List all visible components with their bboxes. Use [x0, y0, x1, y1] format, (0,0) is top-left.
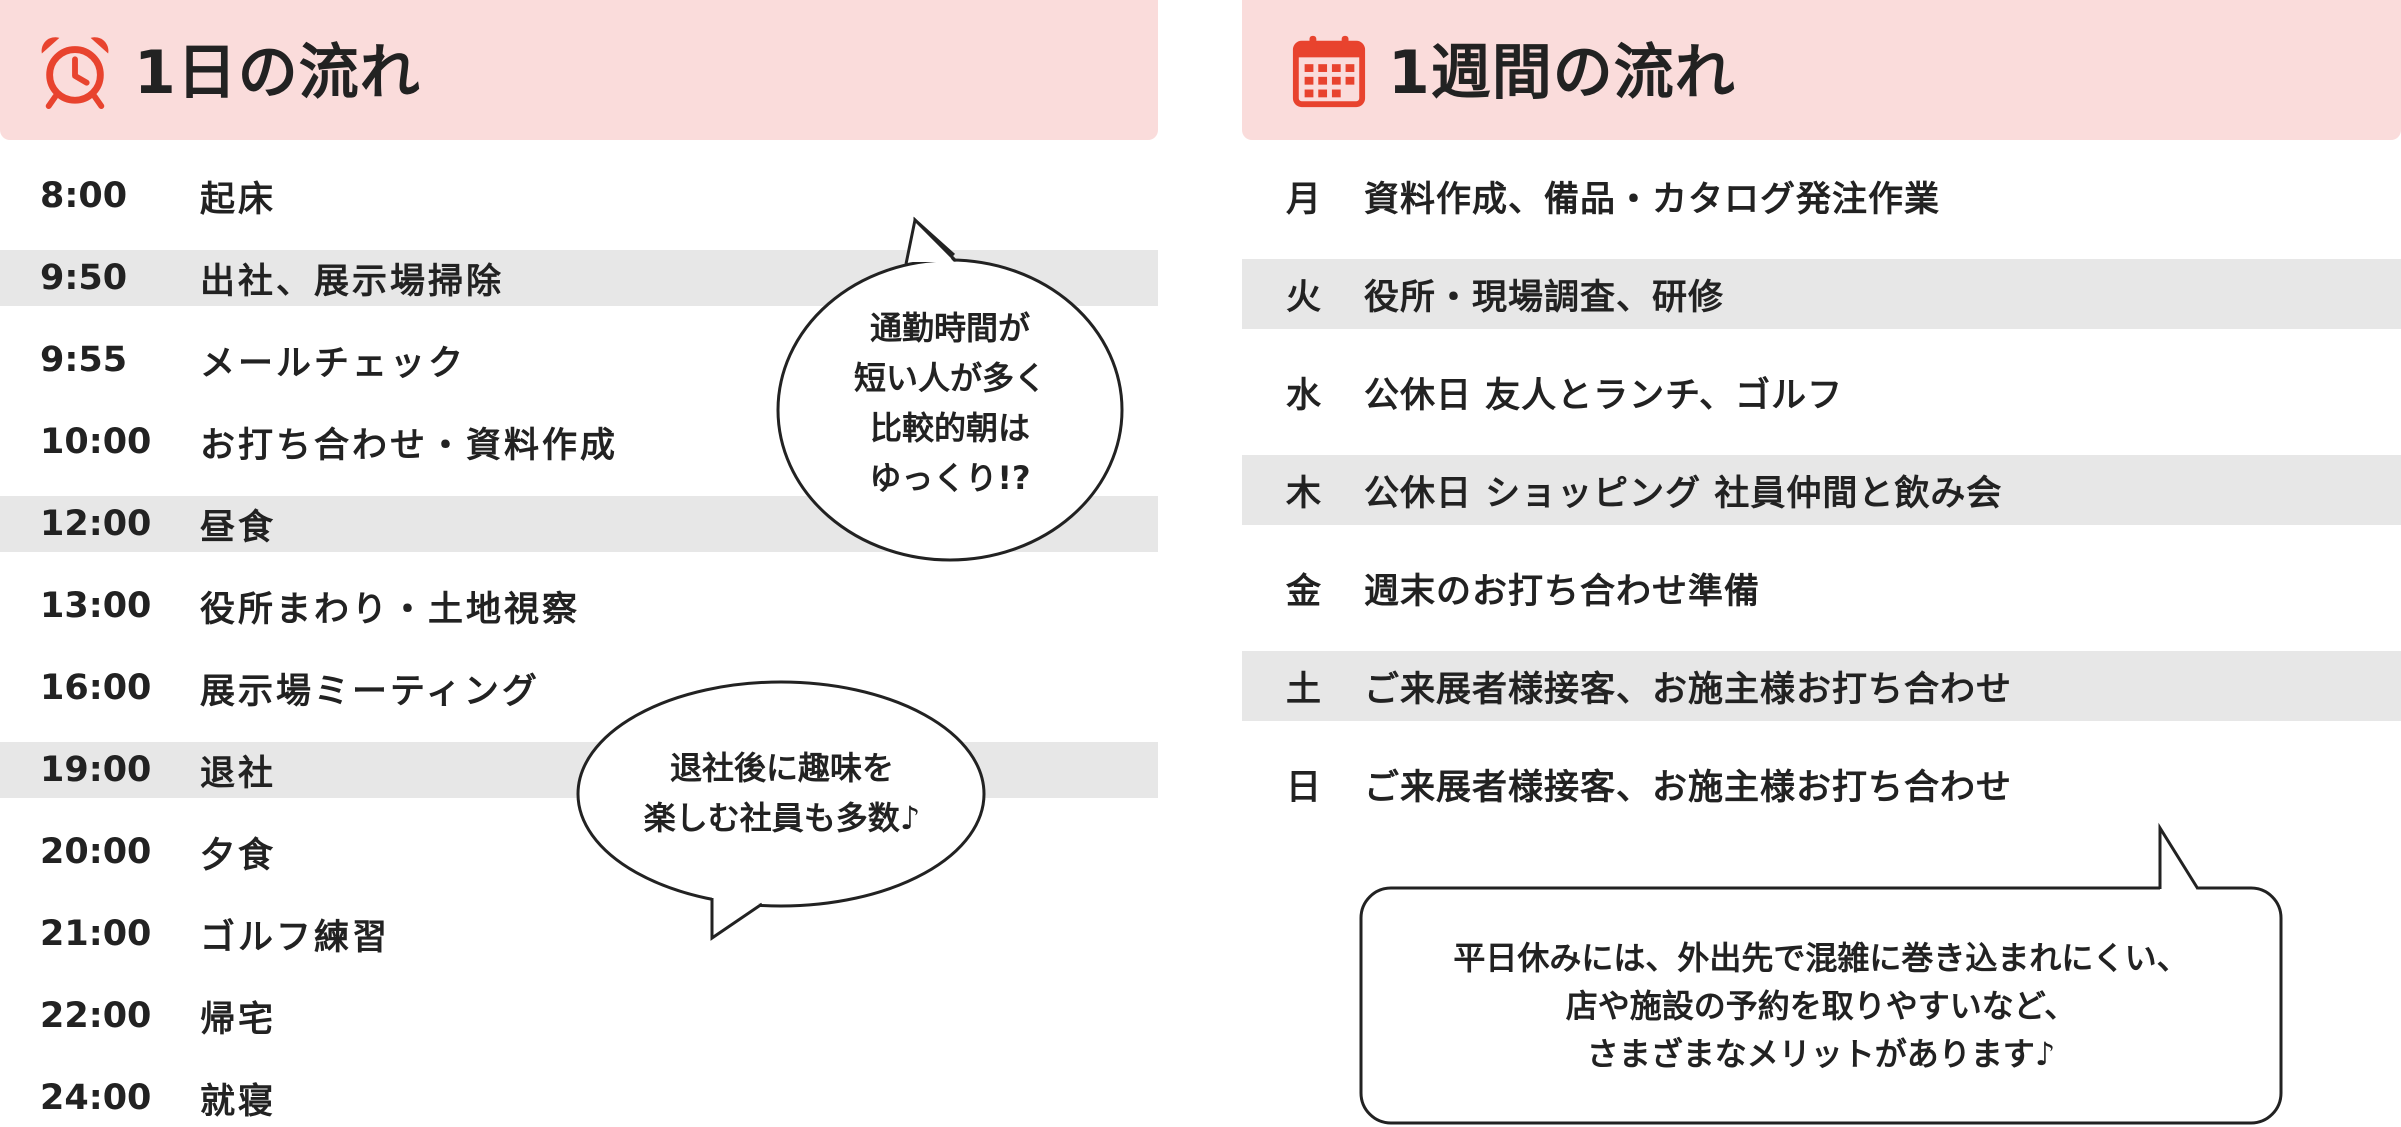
note-line: 平日休みには、外出先で混雑に巻き込まれにくい、	[1453, 939, 2189, 977]
weekly-schedule-row: 火 役所・現場調査、研修	[1242, 259, 2401, 329]
weekly-header: 1週間の流れ	[1242, 0, 2401, 140]
schedule-activity: 役所・現場調査、研修	[1364, 277, 1725, 318]
daily-schedule-row: 10:00 お打ち合わせ・資料作成	[0, 414, 1158, 470]
schedule-activity: 夕食	[200, 835, 277, 876]
daily-schedule-row: 22:00 帰宅	[0, 988, 1158, 1044]
schedule-time: 16:00	[40, 668, 152, 708]
schedule-time: 9:55	[40, 340, 128, 380]
bubble-commute-line: 通勤時間が	[869, 309, 1030, 347]
weekly-schedule-row: 土 ご来展者様接客、お施主様お打ち合わせ	[1242, 651, 2401, 721]
weekly-schedule-row: 日 ご来展者様接客、お施主様お打ち合わせ	[1242, 749, 2401, 819]
weekly-schedule-row: 月 資料作成、備品・カタログ発注作業	[1242, 161, 2401, 231]
schedule-day: 金	[1286, 571, 1322, 612]
weekly-schedule-panel: 1週間の流れ 月資料作成、備品・カタログ発注作業火役所・現場調査、研修水公休日 …	[1242, 0, 2401, 1127]
schedule-activity: 帰宅	[200, 999, 277, 1040]
schedule-time: 24:00	[40, 1078, 152, 1118]
schedule-day: 日	[1286, 767, 1322, 808]
bubble-commute-text: 通勤時間が 短い人が多く 比較的朝は ゆっくり!?	[770, 303, 1130, 503]
weekly-schedule-row: 水 公休日 友人とランチ、ゴルフ	[1242, 357, 2401, 427]
note-text: 平日休みには、外出先で混雑に巻き込まれにくい、 店や施設の予約を取りやすいなど、…	[1358, 934, 2284, 1078]
schedule-activity: 資料作成、備品・カタログ発注作業	[1364, 179, 1941, 220]
schedule-activity: 公休日 ショッピング 社員仲間と飲み会	[1364, 473, 2003, 514]
daily-schedule-row: 8:00 起床	[0, 168, 1158, 224]
schedule-activity: ご来展者様接客、お施主様お打ち合わせ	[1364, 767, 2013, 808]
schedule-day: 土	[1286, 669, 1322, 710]
note-bubble	[1359, 822, 2283, 1125]
daily-schedule-row: 21:00 ゴルフ練習	[0, 906, 1158, 962]
calendar-icon	[1292, 35, 1366, 108]
weekly-title: 1週間の流れ	[1388, 38, 1736, 108]
alarm-clock-icon	[41, 37, 109, 110]
speech-bubble-hobby	[576, 680, 986, 941]
schedule-time: 8:00	[40, 176, 128, 216]
schedule-activity: 就寝	[200, 1081, 277, 1122]
schedule-activity: メールチェック	[200, 343, 467, 384]
note-line: 店や施設の予約を取りやすいなど、	[1565, 987, 2077, 1025]
schedule-time: 22:00	[40, 996, 152, 1036]
schedule-activity: 役所まわり・土地視察	[200, 589, 581, 630]
weekly-schedule-row: 木 公休日 ショッピング 社員仲間と飲み会	[1242, 455, 2401, 525]
schedule-day: 水	[1286, 375, 1322, 416]
schedule-time: 21:00	[40, 914, 152, 954]
daily-schedule-row: 24:00 就寝	[0, 1070, 1158, 1126]
schedule-time: 12:00	[40, 504, 152, 544]
bubble-hobby-line: 楽しむ社員も多数♪	[643, 799, 921, 837]
daily-header: 1日の流れ	[0, 0, 1158, 140]
weekly-schedule-row: 金 週末のお打ち合わせ準備	[1242, 553, 2401, 623]
schedule-activity: ご来展者様接客、お施主様お打ち合わせ	[1364, 669, 2013, 710]
schedule-activity: 公休日 友人とランチ、ゴルフ	[1364, 375, 1844, 416]
bubble-commute-line: ゆっくり!?	[869, 459, 1031, 497]
bubble-commute-line: 短い人が多く	[853, 359, 1046, 397]
schedule-day: 月	[1286, 179, 1322, 220]
schedule-activity: 昼食	[200, 507, 277, 548]
daily-schedule-row: 9:55 メールチェック	[0, 332, 1158, 388]
schedule-day: 木	[1286, 473, 1322, 514]
bubble-hobby-line: 退社後に趣味を	[669, 749, 894, 787]
note-line: さまざまなメリットがあります♪	[1586, 1035, 2056, 1073]
bubble-hobby-text: 退社後に趣味を 楽しむ社員も多数♪	[572, 743, 992, 843]
schedule-activity: 起床	[200, 179, 277, 220]
schedule-activity: ゴルフ練習	[200, 917, 391, 958]
schedule-time: 9:50	[40, 258, 128, 298]
daily-title: 1日の流れ	[134, 38, 421, 108]
schedule-activity: 週末のお打ち合わせ準備	[1364, 571, 1761, 612]
speech-bubble-commute	[776, 216, 1124, 562]
schedule-activity: 展示場ミーティング	[200, 671, 540, 712]
schedule-time: 10:00	[40, 422, 152, 462]
daily-schedule-row: 20:00 夕食	[0, 824, 1158, 880]
schedule-time: 13:00	[40, 586, 152, 626]
bubble-commute-line: 比較的朝は	[869, 409, 1030, 447]
schedule-activity: 退社	[200, 753, 277, 794]
daily-schedule-row: 13:00 役所まわり・土地視察	[0, 578, 1158, 634]
schedule-time: 20:00	[40, 832, 152, 872]
schedule-day: 火	[1286, 277, 1322, 318]
schedule-activity: お打ち合わせ・資料作成	[200, 425, 619, 466]
schedule-time: 19:00	[40, 750, 152, 790]
daily-schedule-panel: 1日の流れ 8:00 起床 9:50 出社、展示場掃除 9:55 メールチェック 10:00…	[0, 0, 1158, 1127]
schedule-activity: 出社、展示場掃除	[200, 261, 505, 302]
daily-schedule-row: 16:00 展示場ミーティング	[0, 660, 1158, 716]
